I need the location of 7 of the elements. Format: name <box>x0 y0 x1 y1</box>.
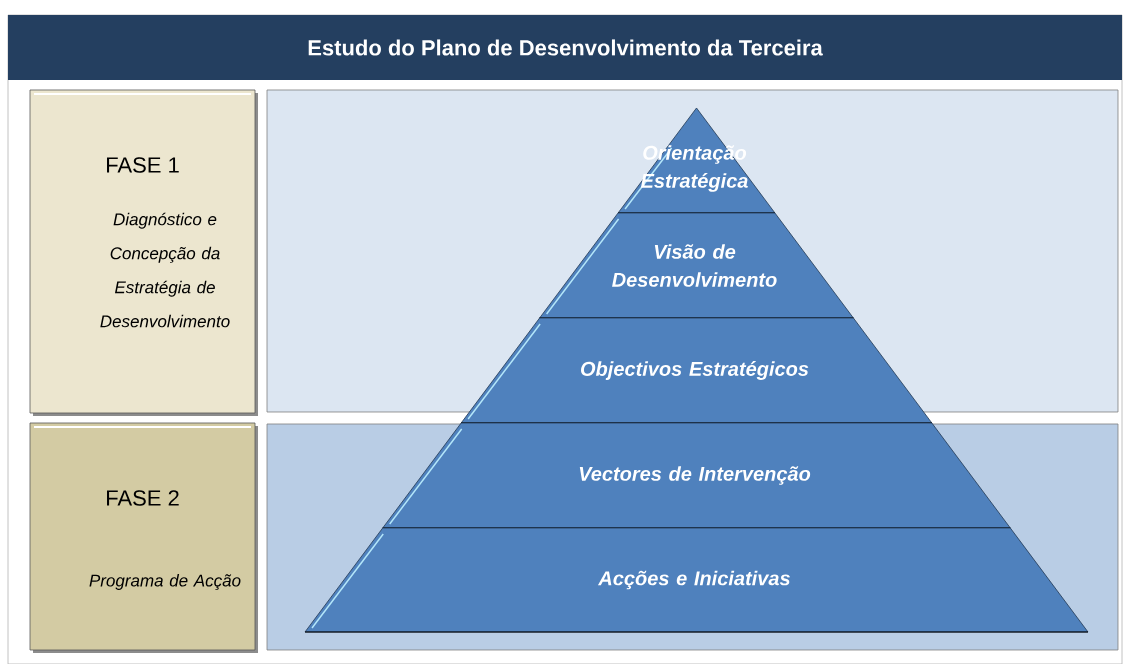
node-label: Vectores de Intervenção <box>579 466 811 485</box>
title-bar: Estudo do Plano de Desenvolvimento da Terceira <box>8 15 1122 80</box>
pyramid-layer: Objectivos Estratégicos <box>460 317 933 424</box>
pyramid-layer: Visão de Desenvolvimento <box>539 212 854 319</box>
phase-box: FASE 2 Programa de Acção <box>29 422 258 653</box>
pyramid-layer: Vectores de Intervenção <box>382 423 1011 529</box>
phase-box: FASE 1 Diagnóstico e Concepção da Estratégia de Desenvolvimento <box>29 89 258 416</box>
